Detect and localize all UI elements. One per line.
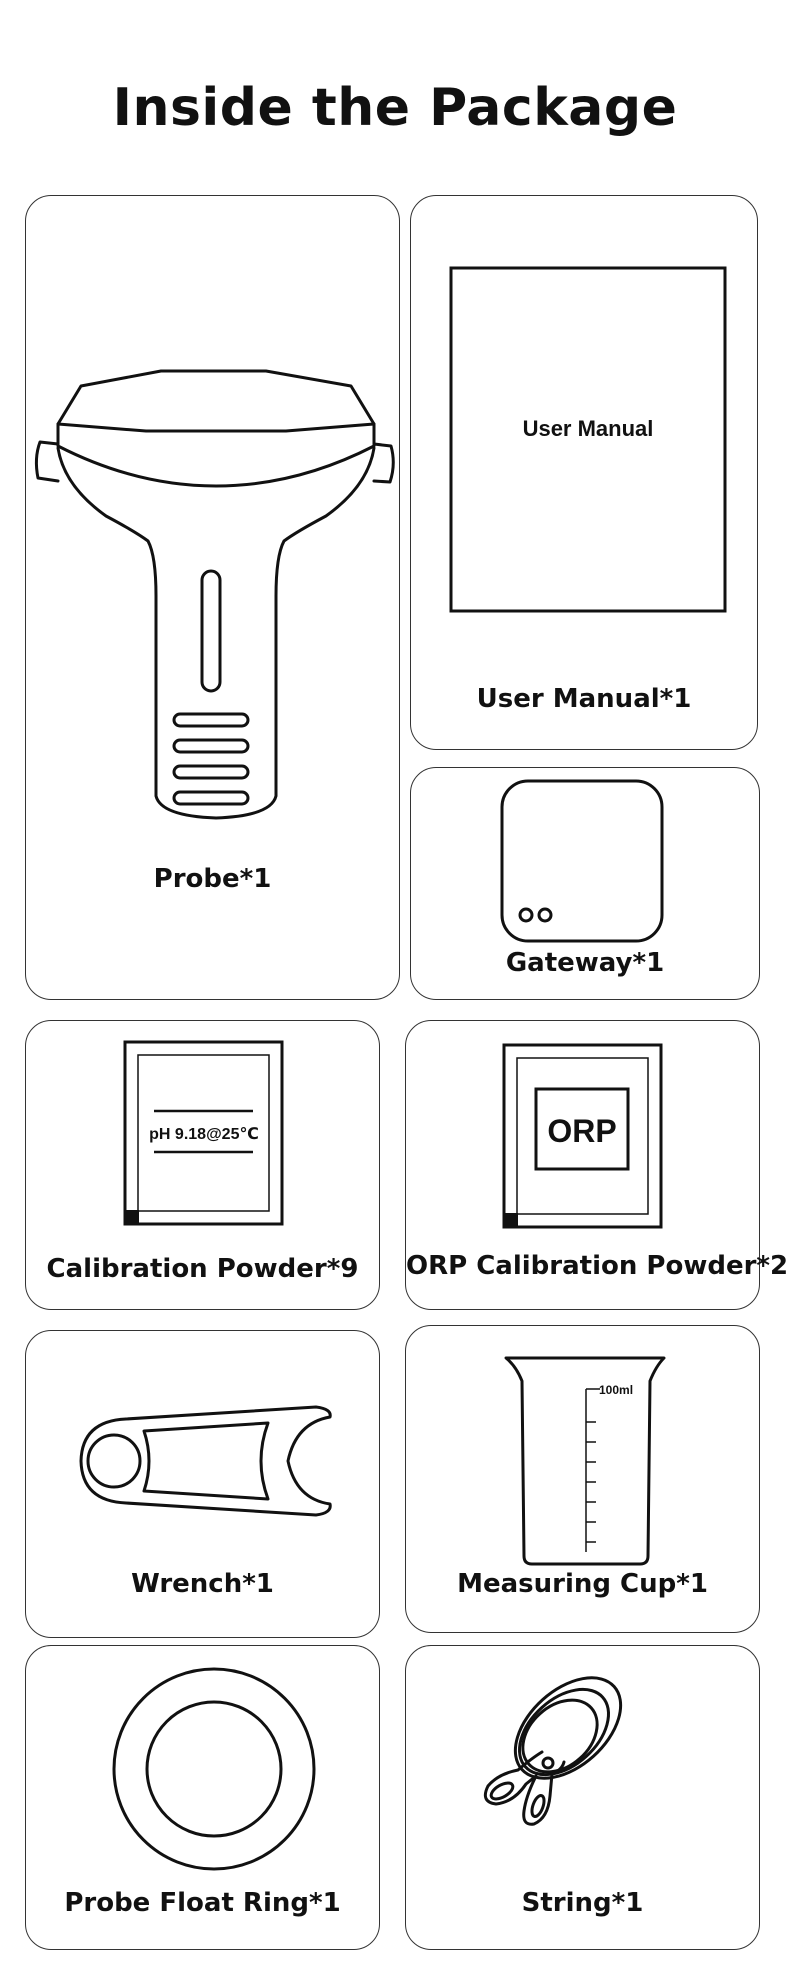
measuring-cup-scale-text: 100ml: [599, 1383, 633, 1397]
user-manual-cover-text: User Manual: [523, 416, 654, 441]
orp-powder-card: ORP ORP Calibration Powder*2: [405, 1020, 789, 1310]
orp-powder-illustration: ORP: [502, 1043, 663, 1229]
measuring-cup-label: Measuring Cup*1: [457, 1569, 708, 1599]
probe-card: Probe*1: [25, 195, 400, 1000]
float-ring-illustration: [112, 1667, 316, 1871]
orp-sachet-text: ORP: [547, 1113, 616, 1149]
calibration-powder-card: pH 9.18@25℃ Calibration Powder*9: [25, 1020, 380, 1310]
calibration-powder-sachet-text: pH 9.18@25℃: [149, 1126, 259, 1143]
gateway-illustration: [500, 779, 664, 943]
orp-powder-label: ORP Calibration Powder*2: [406, 1251, 789, 1281]
probe-label: Probe*1: [153, 864, 272, 894]
wrench-card: Wrench*1: [25, 1330, 380, 1638]
user-manual-card: User Manual User Manual*1: [410, 195, 758, 750]
wrench-label: Wrench*1: [131, 1569, 274, 1599]
wrench-illustration: [79, 1405, 332, 1517]
page-title: Inside the Package: [112, 78, 678, 138]
gateway-label: Gateway*1: [505, 948, 665, 978]
user-manual-label: User Manual*1: [476, 684, 692, 714]
string-card: String*1: [405, 1645, 760, 1950]
probe-illustration: [34, 369, 395, 820]
user-manual-illustration: User Manual: [449, 266, 727, 613]
calibration-powder-illustration: pH 9.18@25℃: [123, 1040, 284, 1226]
calibration-powder-label: Calibration Powder*9: [46, 1254, 359, 1284]
gateway-card: Gateway*1: [410, 767, 760, 1000]
string-illustration: [483, 1676, 623, 1826]
measuring-cup-illustration: 100ml: [504, 1356, 666, 1566]
float-ring-label: Probe Float Ring*1: [64, 1888, 341, 1918]
float-ring-card: Probe Float Ring*1: [25, 1645, 380, 1950]
string-label: String*1: [521, 1888, 644, 1918]
measuring-cup-card: 100ml Measuring Cup*1: [405, 1325, 760, 1633]
